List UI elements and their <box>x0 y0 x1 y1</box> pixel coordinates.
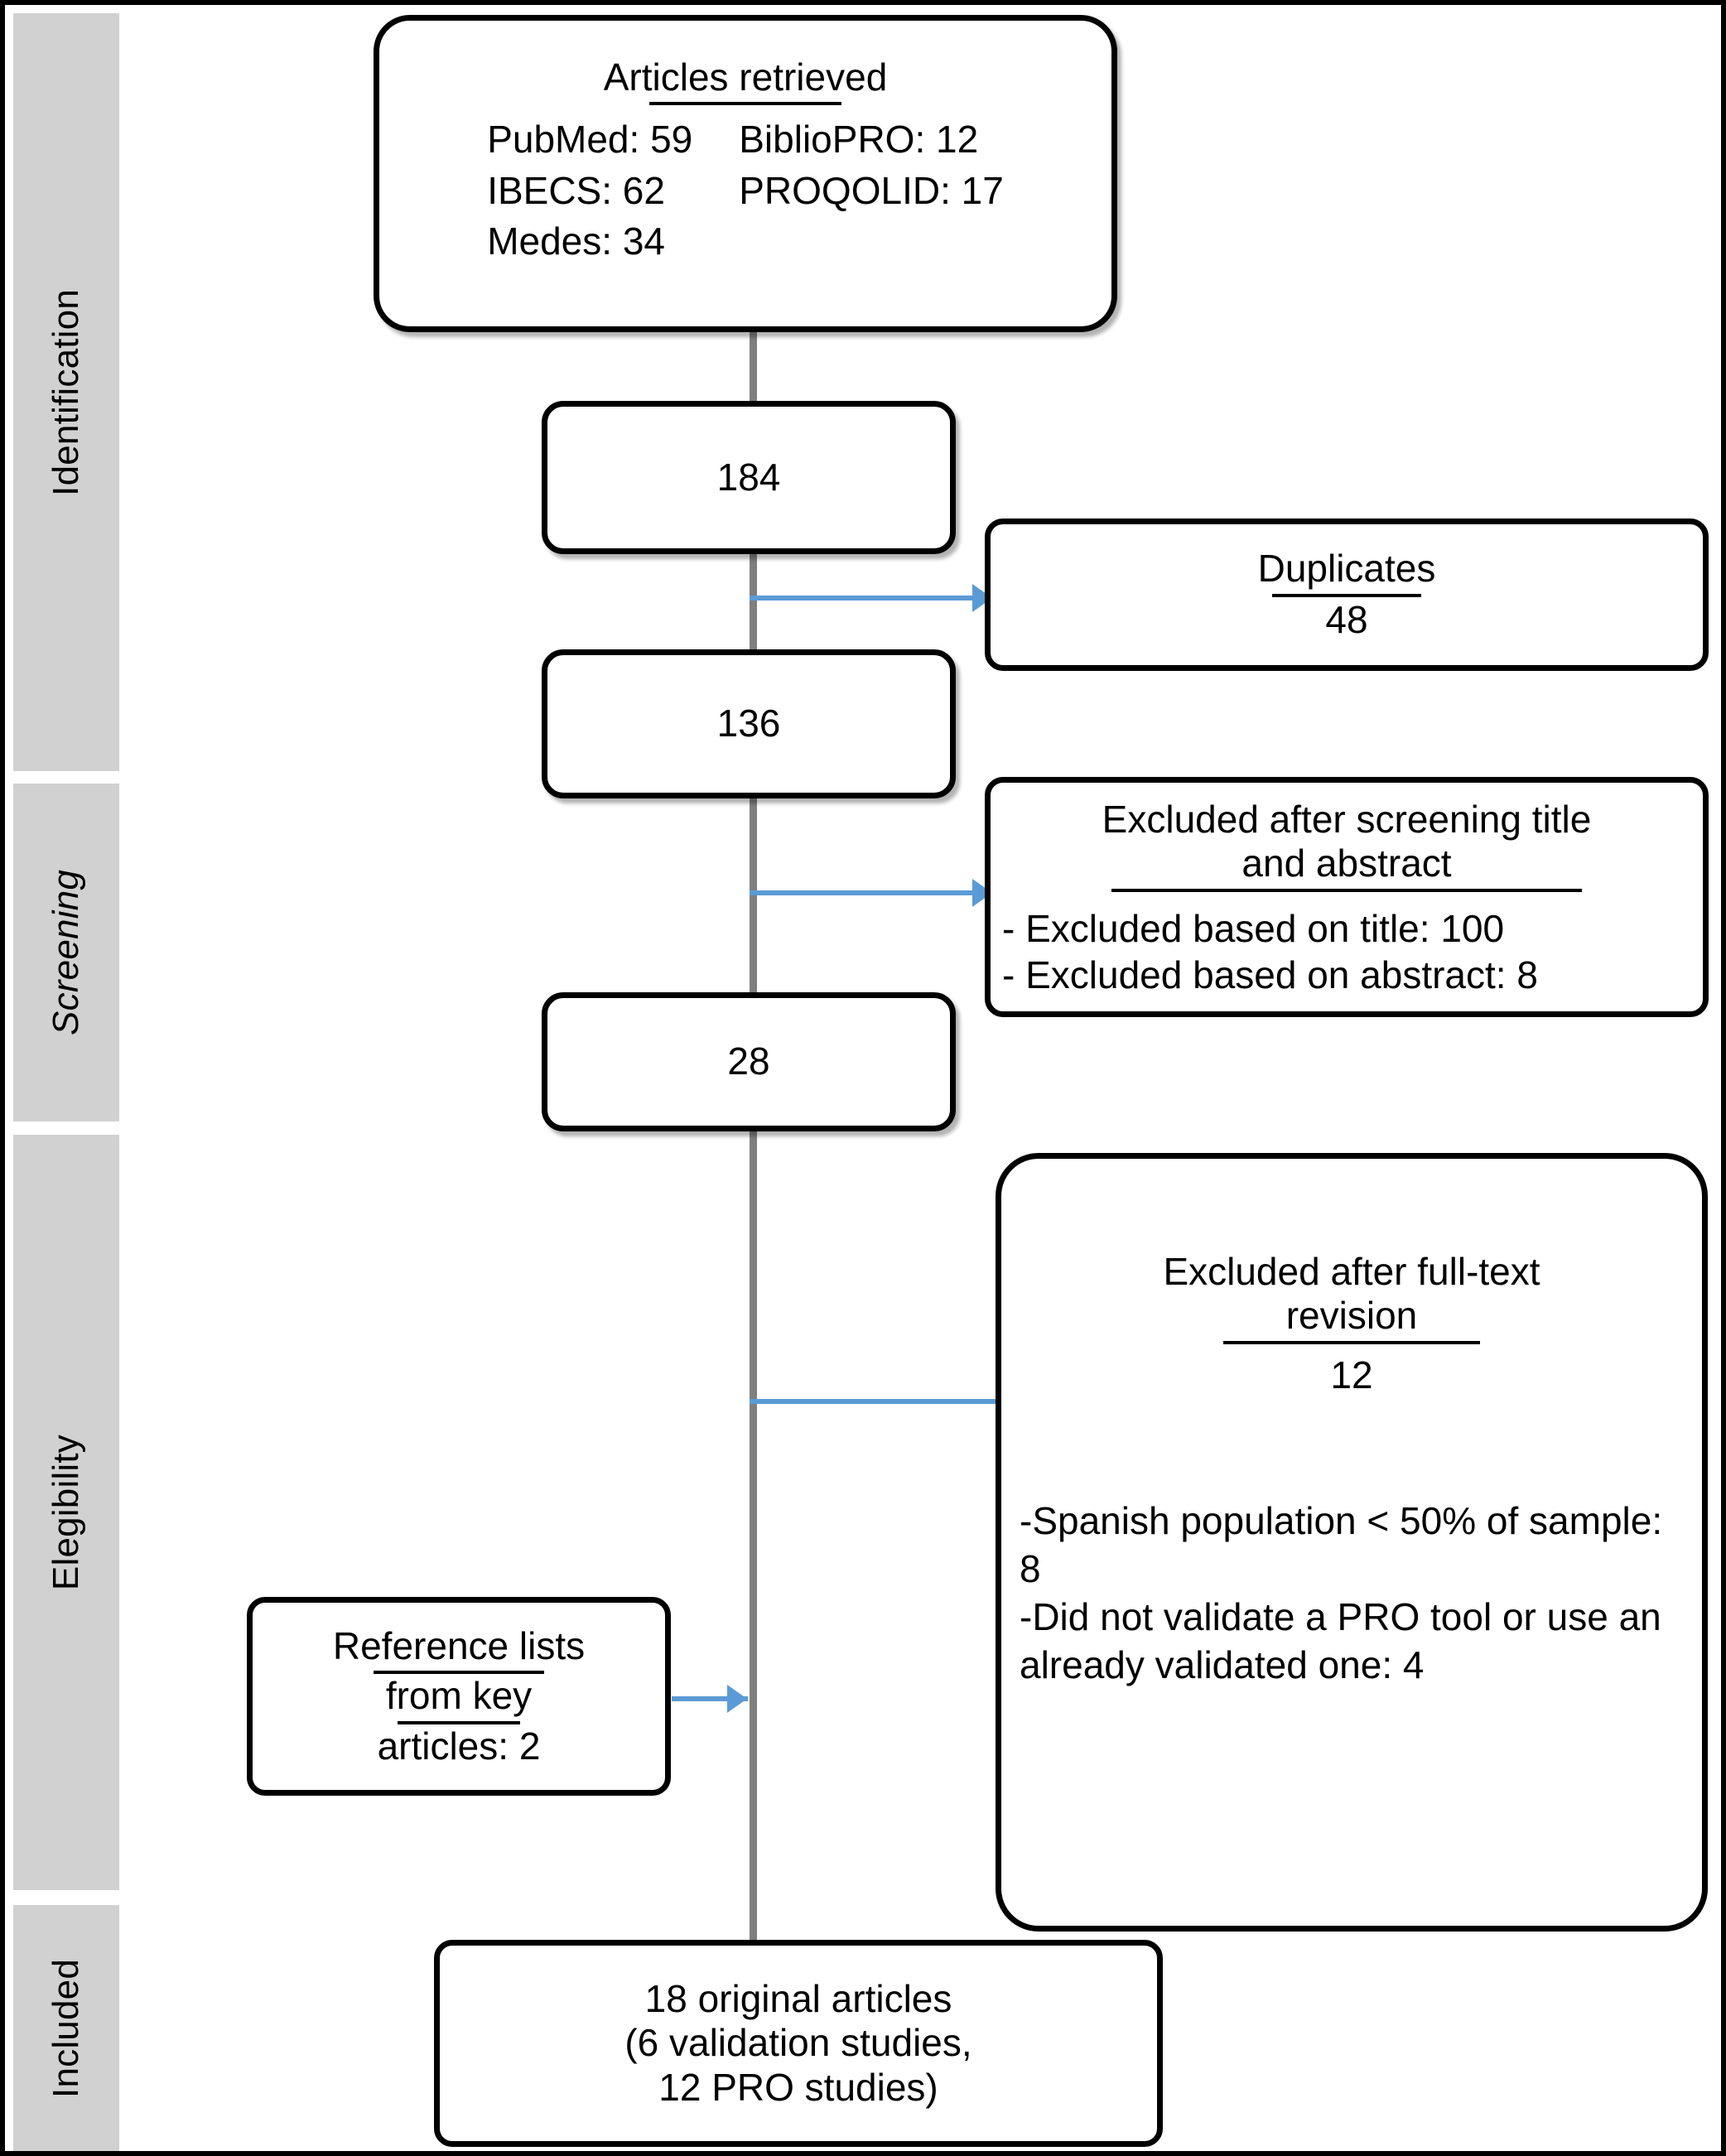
node-articles-retrieved: Articles retrieved PubMed: 59 BiblioPRO:… <box>374 15 1117 332</box>
reference-lists-line1: Reference lists <box>333 1624 585 1675</box>
included-line1: 18 original articles <box>644 1976 952 2020</box>
after-duplicates-count: 136 <box>716 702 781 745</box>
node-after-screening: 28 <box>542 992 956 1131</box>
connector-spine-top <box>750 328 757 403</box>
excluded-fulltext-title-line2: revision <box>1285 1294 1418 1338</box>
included-line3: 12 PRO studies) <box>658 2065 938 2109</box>
articles-retrieved-sources: PubMed: 59 BiblioPRO: 12 IBECS: 62 PROQO… <box>487 117 1004 264</box>
duplicates-title: Duplicates <box>1258 547 1435 597</box>
excluded-screening-title-line2: and abstract <box>1241 842 1452 885</box>
arrow-head-from-reference-lists <box>727 1685 747 1713</box>
source-pubmed: PubMed: 59 <box>487 118 693 162</box>
excluded-screening-item-abstract: - Excluded based on abstract: 8 <box>1002 953 1538 996</box>
arrow-to-excluded-screening <box>750 890 975 895</box>
excluded-screening-title-line1: Excluded after screening title <box>1102 798 1592 841</box>
node-excluded-fulltext: Excluded after full-text revision 12 -Sp… <box>996 1153 1708 1932</box>
node-included-articles: 18 original articles (6 validation studi… <box>434 1940 1163 2147</box>
stage-band-included: Included <box>13 1905 119 2151</box>
node-total-records: 184 <box>542 401 956 554</box>
stage-label-identification: Identification <box>46 288 86 496</box>
reference-lists-line3: articles: 2 <box>377 1724 541 1768</box>
excluded-fulltext-count: 12 <box>1330 1353 1373 1396</box>
excluded-screening-items: - Excluded based on title: 100 - Exclude… <box>991 905 1703 998</box>
articles-retrieved-title: Articles retrieved <box>604 55 887 106</box>
source-bibliopro: BiblioPRO: 12 <box>739 118 979 162</box>
source-proqolid: PROQOLID: 17 <box>739 168 1004 212</box>
excluded-screening-title: Excluded after screening title and abstr… <box>1102 798 1592 892</box>
stage-label-screening: Screening <box>46 870 86 1035</box>
connector-spine-28-included <box>750 1131 757 1940</box>
stage-band-elegibility: Elegibility <box>13 1135 119 1890</box>
connector-spine-184-136 <box>750 552 757 653</box>
duplicates-count: 48 <box>1325 597 1368 641</box>
total-records-count: 184 <box>716 455 781 499</box>
stage-label-elegibility: Elegibility <box>46 1434 86 1591</box>
reference-lists-line2: from key <box>386 1674 532 1725</box>
excluded-fulltext-reason-pro-tool: -Did not validate a PRO tool or use an a… <box>1020 1594 1661 1686</box>
stage-label-included: Included <box>46 1958 86 2098</box>
stage-band-screening: Screening <box>13 784 119 1121</box>
excluded-fulltext-title: Excluded after full-text revision <box>1163 1250 1540 1344</box>
node-excluded-screening: Excluded after screening title and abstr… <box>985 777 1709 1017</box>
source-medes: Medes: 34 <box>487 219 665 263</box>
excluded-fulltext-title-line1: Excluded after full-text <box>1163 1250 1540 1293</box>
arrow-to-excluded-fulltext <box>750 1399 998 1404</box>
excluded-screening-item-title: - Excluded based on title: 100 <box>1002 906 1505 950</box>
node-reference-lists: Reference lists from key articles: 2 <box>247 1597 671 1796</box>
stage-band-identification: Identification <box>13 13 119 771</box>
source-ibecs: IBECS: 62 <box>487 168 665 212</box>
arrow-to-duplicates <box>750 596 975 600</box>
node-after-duplicates: 136 <box>542 649 956 798</box>
included-line2: (6 validation studies, <box>624 2021 972 2065</box>
node-duplicates: Duplicates 48 <box>985 519 1709 671</box>
excluded-fulltext-reasons: -Spanish population < 50% of sample: 8 -… <box>1001 1498 1702 1690</box>
excluded-fulltext-reason-spanish: -Spanish population < 50% of sample: 8 <box>1020 1498 1663 1590</box>
after-screening-count: 28 <box>727 1039 770 1083</box>
arrow-from-reference-lists <box>672 1696 748 1701</box>
